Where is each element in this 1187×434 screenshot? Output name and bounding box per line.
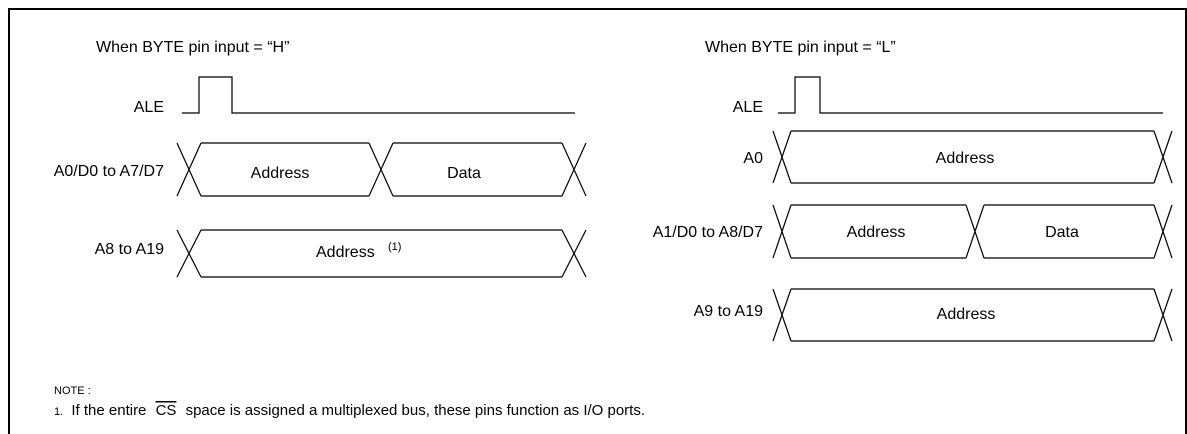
right-a0-label: A0 xyxy=(743,150,763,167)
left-a8-address: Address xyxy=(316,244,375,261)
right-ad-waveform xyxy=(772,204,1173,259)
note-heading: NOTE : xyxy=(54,385,91,397)
right-a0-waveform xyxy=(772,130,1173,184)
right-ad-data: Data xyxy=(1045,224,1079,241)
note-cs-overline: CS xyxy=(156,402,177,419)
right-ad-label: A1/D0 to A8/D7 xyxy=(653,224,763,241)
right-ale-label: ALE xyxy=(733,99,763,116)
right-a9-address: Address xyxy=(937,306,996,323)
left-ad-data: Data xyxy=(447,165,481,182)
right-a9-label: A9 to A19 xyxy=(694,303,763,320)
right-a0-address: Address xyxy=(936,150,995,167)
right-ad-address: Address xyxy=(847,224,906,241)
right-ale-waveform xyxy=(778,76,1163,114)
left-a8-label: A8 to A19 xyxy=(95,241,164,258)
diagram-frame xyxy=(8,8,1187,434)
left-a8-note-ref: (1) xyxy=(388,241,401,253)
left-ale-label: ALE xyxy=(134,99,164,116)
left-ad-waveform xyxy=(176,142,587,197)
left-ad-address: Address xyxy=(251,165,310,182)
left-ale-waveform xyxy=(182,76,575,114)
note-item-number: 1. xyxy=(54,406,63,418)
note-item: 1. If the entire CS space is assigned a … xyxy=(54,402,645,419)
right-a9-waveform xyxy=(772,288,1173,342)
right-title: When BYTE pin input = “L” xyxy=(705,39,896,56)
left-a8-waveform xyxy=(176,229,587,278)
left-title: When BYTE pin input = “H” xyxy=(96,39,289,56)
left-ad-label: A0/D0 to A7/D7 xyxy=(54,163,164,180)
note-text-before: If the entire xyxy=(71,402,146,419)
note-text-after: space is assigned a multiplexed bus, the… xyxy=(186,402,645,419)
